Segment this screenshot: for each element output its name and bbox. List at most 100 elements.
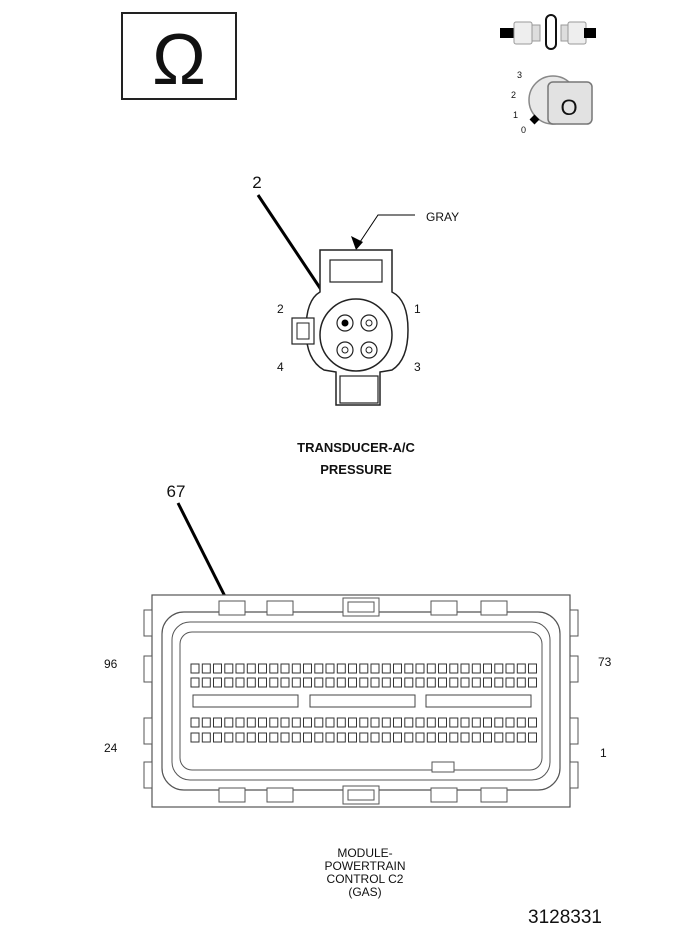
pcm-title-line3: CONTROL C2 xyxy=(326,872,404,886)
pin-cavity xyxy=(190,732,200,743)
pcm-pin-1: 1 xyxy=(600,746,607,760)
pin-cavity xyxy=(314,663,324,674)
transducer-pin-3: 3 xyxy=(414,360,421,374)
pin-cavity xyxy=(505,717,515,728)
ignition-pos-0: 0 xyxy=(521,125,526,135)
pin-cavity xyxy=(381,677,391,688)
pin-cavity xyxy=(528,677,537,688)
figure-number: 3128331 xyxy=(528,907,602,928)
pcm-pin-96: 96 xyxy=(104,657,118,671)
pin-cavity xyxy=(516,663,526,674)
ignition-pos-3: 3 xyxy=(517,70,522,80)
pin-cavity xyxy=(415,677,425,688)
pin-cavity xyxy=(224,717,234,728)
pin-cavity xyxy=(224,677,234,688)
ignition-key-icon: O 3 2 1 0 xyxy=(511,70,593,135)
transducer-pin-2: 2 xyxy=(277,302,284,316)
pin-cavity xyxy=(246,717,256,728)
pin-cavity xyxy=(438,732,447,743)
pcm-connector: 67 96 24 73 1 xyxy=(104,482,612,808)
pcm-pin-grid xyxy=(190,663,537,743)
transducer-callout: 2 xyxy=(252,173,261,192)
pin-cavity xyxy=(438,677,447,688)
pin-cavity xyxy=(291,732,301,743)
pcm-pin-73: 73 xyxy=(598,655,612,669)
pin-cavity xyxy=(190,717,200,728)
pin-cavity xyxy=(246,663,256,674)
pin-cavity xyxy=(528,663,537,674)
pin-cavity xyxy=(370,732,380,743)
pin-cavity xyxy=(471,717,481,728)
pin-cavity xyxy=(426,717,436,728)
pin-cavity xyxy=(460,677,470,688)
pin-cavity xyxy=(336,732,346,743)
pin-cavity xyxy=(303,677,312,688)
pin-cavity xyxy=(201,717,211,728)
pin-cavity xyxy=(280,732,290,743)
pin-cavity xyxy=(280,717,290,728)
pin-cavity xyxy=(246,732,256,743)
pin-cavity xyxy=(258,677,267,688)
pin-cavity xyxy=(505,732,515,743)
pin-cavity xyxy=(325,677,335,688)
pin-cavity xyxy=(449,717,459,728)
pin-cavity xyxy=(494,717,504,728)
pin-cavity xyxy=(460,717,470,728)
transducer-title-line2: PRESSURE xyxy=(320,462,392,477)
pin-cavity xyxy=(370,717,380,728)
pin-cavity xyxy=(415,732,425,743)
pin-cavity xyxy=(449,677,459,688)
pin-cavity xyxy=(404,677,414,688)
pcm-pin-24: 24 xyxy=(104,741,118,755)
pin-cavity xyxy=(483,732,492,743)
pin-cavity xyxy=(505,663,515,674)
transducer-title-line1: TRANSDUCER-A/C xyxy=(297,440,415,455)
pcm-title-line2: POWERTRAIN xyxy=(324,859,406,873)
pcm-title-line4: (GAS) xyxy=(348,885,382,899)
pin-cavity xyxy=(291,717,301,728)
pin-cavity xyxy=(336,663,346,674)
pin-cavity xyxy=(483,663,492,674)
pin-cavity xyxy=(426,732,436,743)
pin-cavity xyxy=(269,663,279,674)
ohmmeter-icon: Ω xyxy=(121,12,237,100)
pin-cavity xyxy=(201,732,211,743)
pin-cavity xyxy=(516,717,526,728)
pin-cavity xyxy=(381,663,391,674)
pin-cavity xyxy=(213,717,222,728)
pin-cavity xyxy=(393,663,402,674)
pin-cavity xyxy=(314,732,324,743)
pin-cavity xyxy=(381,732,391,743)
pin-cavity xyxy=(325,663,335,674)
pin-cavity xyxy=(314,677,324,688)
pin-cavity xyxy=(471,663,481,674)
ignition-pos-1: 1 xyxy=(513,110,518,120)
pin-cavity xyxy=(348,677,357,688)
pin-cavity xyxy=(404,717,414,728)
ohm-symbol: Ω xyxy=(152,20,206,100)
pin-cavity xyxy=(235,663,245,674)
transducer-title: TRANSDUCER-A/C PRESSURE xyxy=(256,440,456,477)
wire-color-label: GRAY xyxy=(426,210,459,224)
pin-cavity xyxy=(460,732,470,743)
pin-cavity xyxy=(213,732,222,743)
pin-cavity xyxy=(393,732,402,743)
pin-cavity xyxy=(494,732,504,743)
pin-cavity xyxy=(483,677,492,688)
pin-cavity xyxy=(505,677,515,688)
pin-cavity xyxy=(201,663,211,674)
pin-cavity xyxy=(359,717,369,728)
pin-cavity xyxy=(224,732,234,743)
pin-cavity xyxy=(190,663,200,674)
pin-cavity xyxy=(235,732,245,743)
pin-cavity xyxy=(528,717,537,728)
pin-cavity xyxy=(348,663,357,674)
pin-cavity xyxy=(393,717,402,728)
pin-cavity xyxy=(359,732,369,743)
disconnected-connector-icon xyxy=(500,14,596,50)
transducer-pin-1: 1 xyxy=(414,302,421,316)
pin-cavity xyxy=(415,717,425,728)
pin-cavity xyxy=(516,732,526,743)
transducer-pin-4: 4 xyxy=(277,360,284,374)
pin-cavity xyxy=(280,663,290,674)
